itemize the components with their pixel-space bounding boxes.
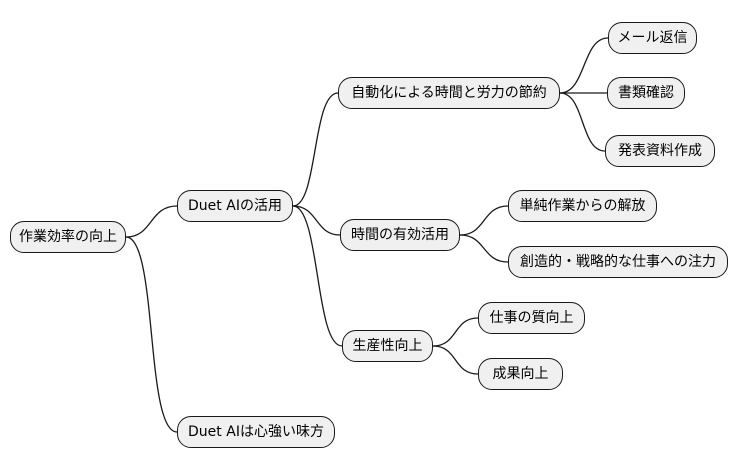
node-work-quality-up: 仕事の質向上 — [478, 302, 585, 334]
edge-duet-ai-use-productivity — [292, 205, 343, 347]
node-freedom-from-simple-tasks: 単純作業からの解放 — [508, 190, 657, 222]
edge-automation-email-reply — [559, 37, 609, 94]
edge-automation-presentation — [559, 92, 606, 152]
node-automation-saves-time-effort: 自動化による時間と労力の節約 — [338, 77, 560, 109]
node-root-work-efficiency: 作業効率の向上 — [10, 221, 126, 253]
edge-time-use-simple-tasks — [459, 205, 509, 236]
edge-duet-ai-use-time-use — [292, 205, 341, 236]
edge-duet-ai-use-automation — [292, 92, 339, 207]
node-effective-time-use: 時間の有効活用 — [340, 219, 460, 251]
node-duet-ai-ally: Duet AIは心強い味方 — [177, 416, 335, 448]
node-email-reply: メール返信 — [608, 22, 697, 54]
edge-productivity-work-quality — [432, 317, 479, 347]
edge-productivity-results — [432, 345, 479, 375]
edge-root-duet-ai-use — [125, 205, 178, 238]
node-document-check: 書類確認 — [607, 77, 685, 109]
node-presentation-creation: 発表資料作成 — [605, 135, 715, 167]
node-results-up: 成果向上 — [478, 358, 563, 390]
edge-time-use-creative-work — [459, 234, 509, 263]
node-focus-creative-strategic-work: 創造的・戦略的な仕事への注力 — [508, 246, 728, 278]
node-duet-ai-use: Duet AIの活用 — [177, 190, 293, 222]
node-productivity-up: 生産性向上 — [342, 330, 433, 362]
edge-root-duet-ai-ally — [125, 236, 178, 433]
